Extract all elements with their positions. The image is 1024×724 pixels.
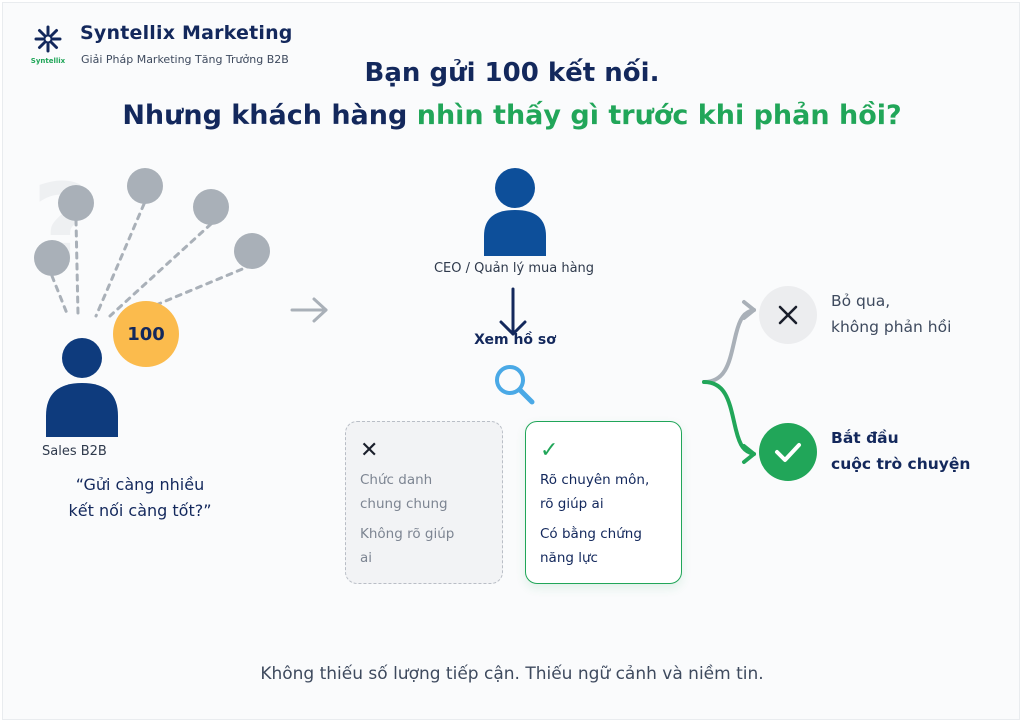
start-outcome-line-1: Bắt đầu [831,429,899,447]
sales-person-body [46,383,118,437]
strong-profile-point-2-line-2: năng lực [540,550,598,566]
start-outcome-line-2: cuộc trò chuyện [831,455,971,473]
connection-line-1 [50,274,70,318]
connection-count-badge: 100 [113,301,179,367]
ignore-outcome-line-2: không phản hồi [831,318,952,336]
contact-node-4 [193,189,229,225]
contact-node-1 [34,240,70,276]
sales-label: Sales B2B [42,444,107,459]
contact-node-2 [58,185,94,221]
contact-node-5 [234,233,270,269]
cross-icon: ✕ [360,438,379,463]
buyer-person-icon [484,168,546,256]
brand-tagline: Giải Pháp Marketing Tăng Trưởng B2B [81,53,289,66]
ignore-outcome-text: Bỏ qua, không phản hồi [831,288,951,340]
strong-profile-point-1-line-2: rõ giúp ai [540,496,604,512]
weak-profile-point-2: Không rõ giúp ai [360,522,488,570]
start-outcome-circle [759,423,817,481]
sales-person-head [62,338,102,378]
sales-quote-line-2: kết nối càng tốt?” [68,501,212,520]
strong-profile-point-1: Rõ chuyên môn, rõ giúp ai [540,468,667,516]
close-icon [778,305,798,325]
buyer-label: CEO / Quản lý mua hàng [433,261,595,276]
arrow-right-icon [290,297,328,323]
headline-line-2: Nhưng khách hàng nhìn thấy gì trước khi … [0,100,1024,131]
weak-profile-card: ✕ Chức danh chung chung Không rõ giúp ai [345,421,503,584]
headline-line-2-prefix: Nhưng khách hàng [122,100,417,131]
brand-name: Syntellix Marketing [80,22,293,44]
brand-logo-text: Syntellix [31,57,66,65]
check-icon: ✓ [540,438,559,463]
connection-line-4 [108,222,213,318]
view-profile-label: Xem hồ sơ [474,332,556,348]
weak-profile-point-2-line-2: ai [360,550,373,566]
weak-profile-point-2-line-1: Không rõ giúp [360,526,455,542]
connection-line-2 [74,218,80,316]
arrow-down-icon [499,287,527,336]
strong-profile-card: ✓ Rõ chuyên môn, rõ giúp ai Có bằng chứn… [525,421,682,584]
ignore-branch-line [702,308,756,384]
strong-profile-point-1-line-1: Rõ chuyên môn, [540,472,650,488]
connections-diagram: ? [32,160,270,437]
sales-quote: “Gửi càng nhiều kết nối càng tốt?” [40,472,240,524]
outcome-branch-arrows [702,300,756,464]
strong-profile-point-2-line-1: Có bằng chứng [540,526,642,542]
weak-profile-point-1-line-2: chung chung [360,496,448,512]
ignore-outcome-line-1: Bỏ qua, [831,292,891,310]
weak-profile-point-1: Chức danh chung chung [360,468,488,516]
headline-line-1: Bạn gửi 100 kết nối. [364,58,660,88]
connection-line-5 [118,263,254,322]
headline-highlight: nhìn thấy gì trước khi phản hồi? [416,100,902,131]
connection-line-3 [94,202,146,318]
contact-node-3 [127,168,163,204]
ignore-outcome-circle [759,286,817,344]
weak-profile-point-1-line-1: Chức danh [360,472,433,488]
start-branch-line [702,380,756,456]
magnifier-icon [495,365,535,405]
brand-logo: Syntellix [31,25,66,65]
strong-profile-point-2: Có bằng chứng năng lực [540,522,667,570]
check-icon [775,443,801,462]
footer-tagline: Không thiếu số lượng tiếp cận. Thiếu ngữ… [260,664,764,684]
start-outcome-text: Bắt đầu cuộc trò chuyện [831,425,970,477]
sales-quote-line-1: “Gửi càng nhiều [75,475,205,494]
